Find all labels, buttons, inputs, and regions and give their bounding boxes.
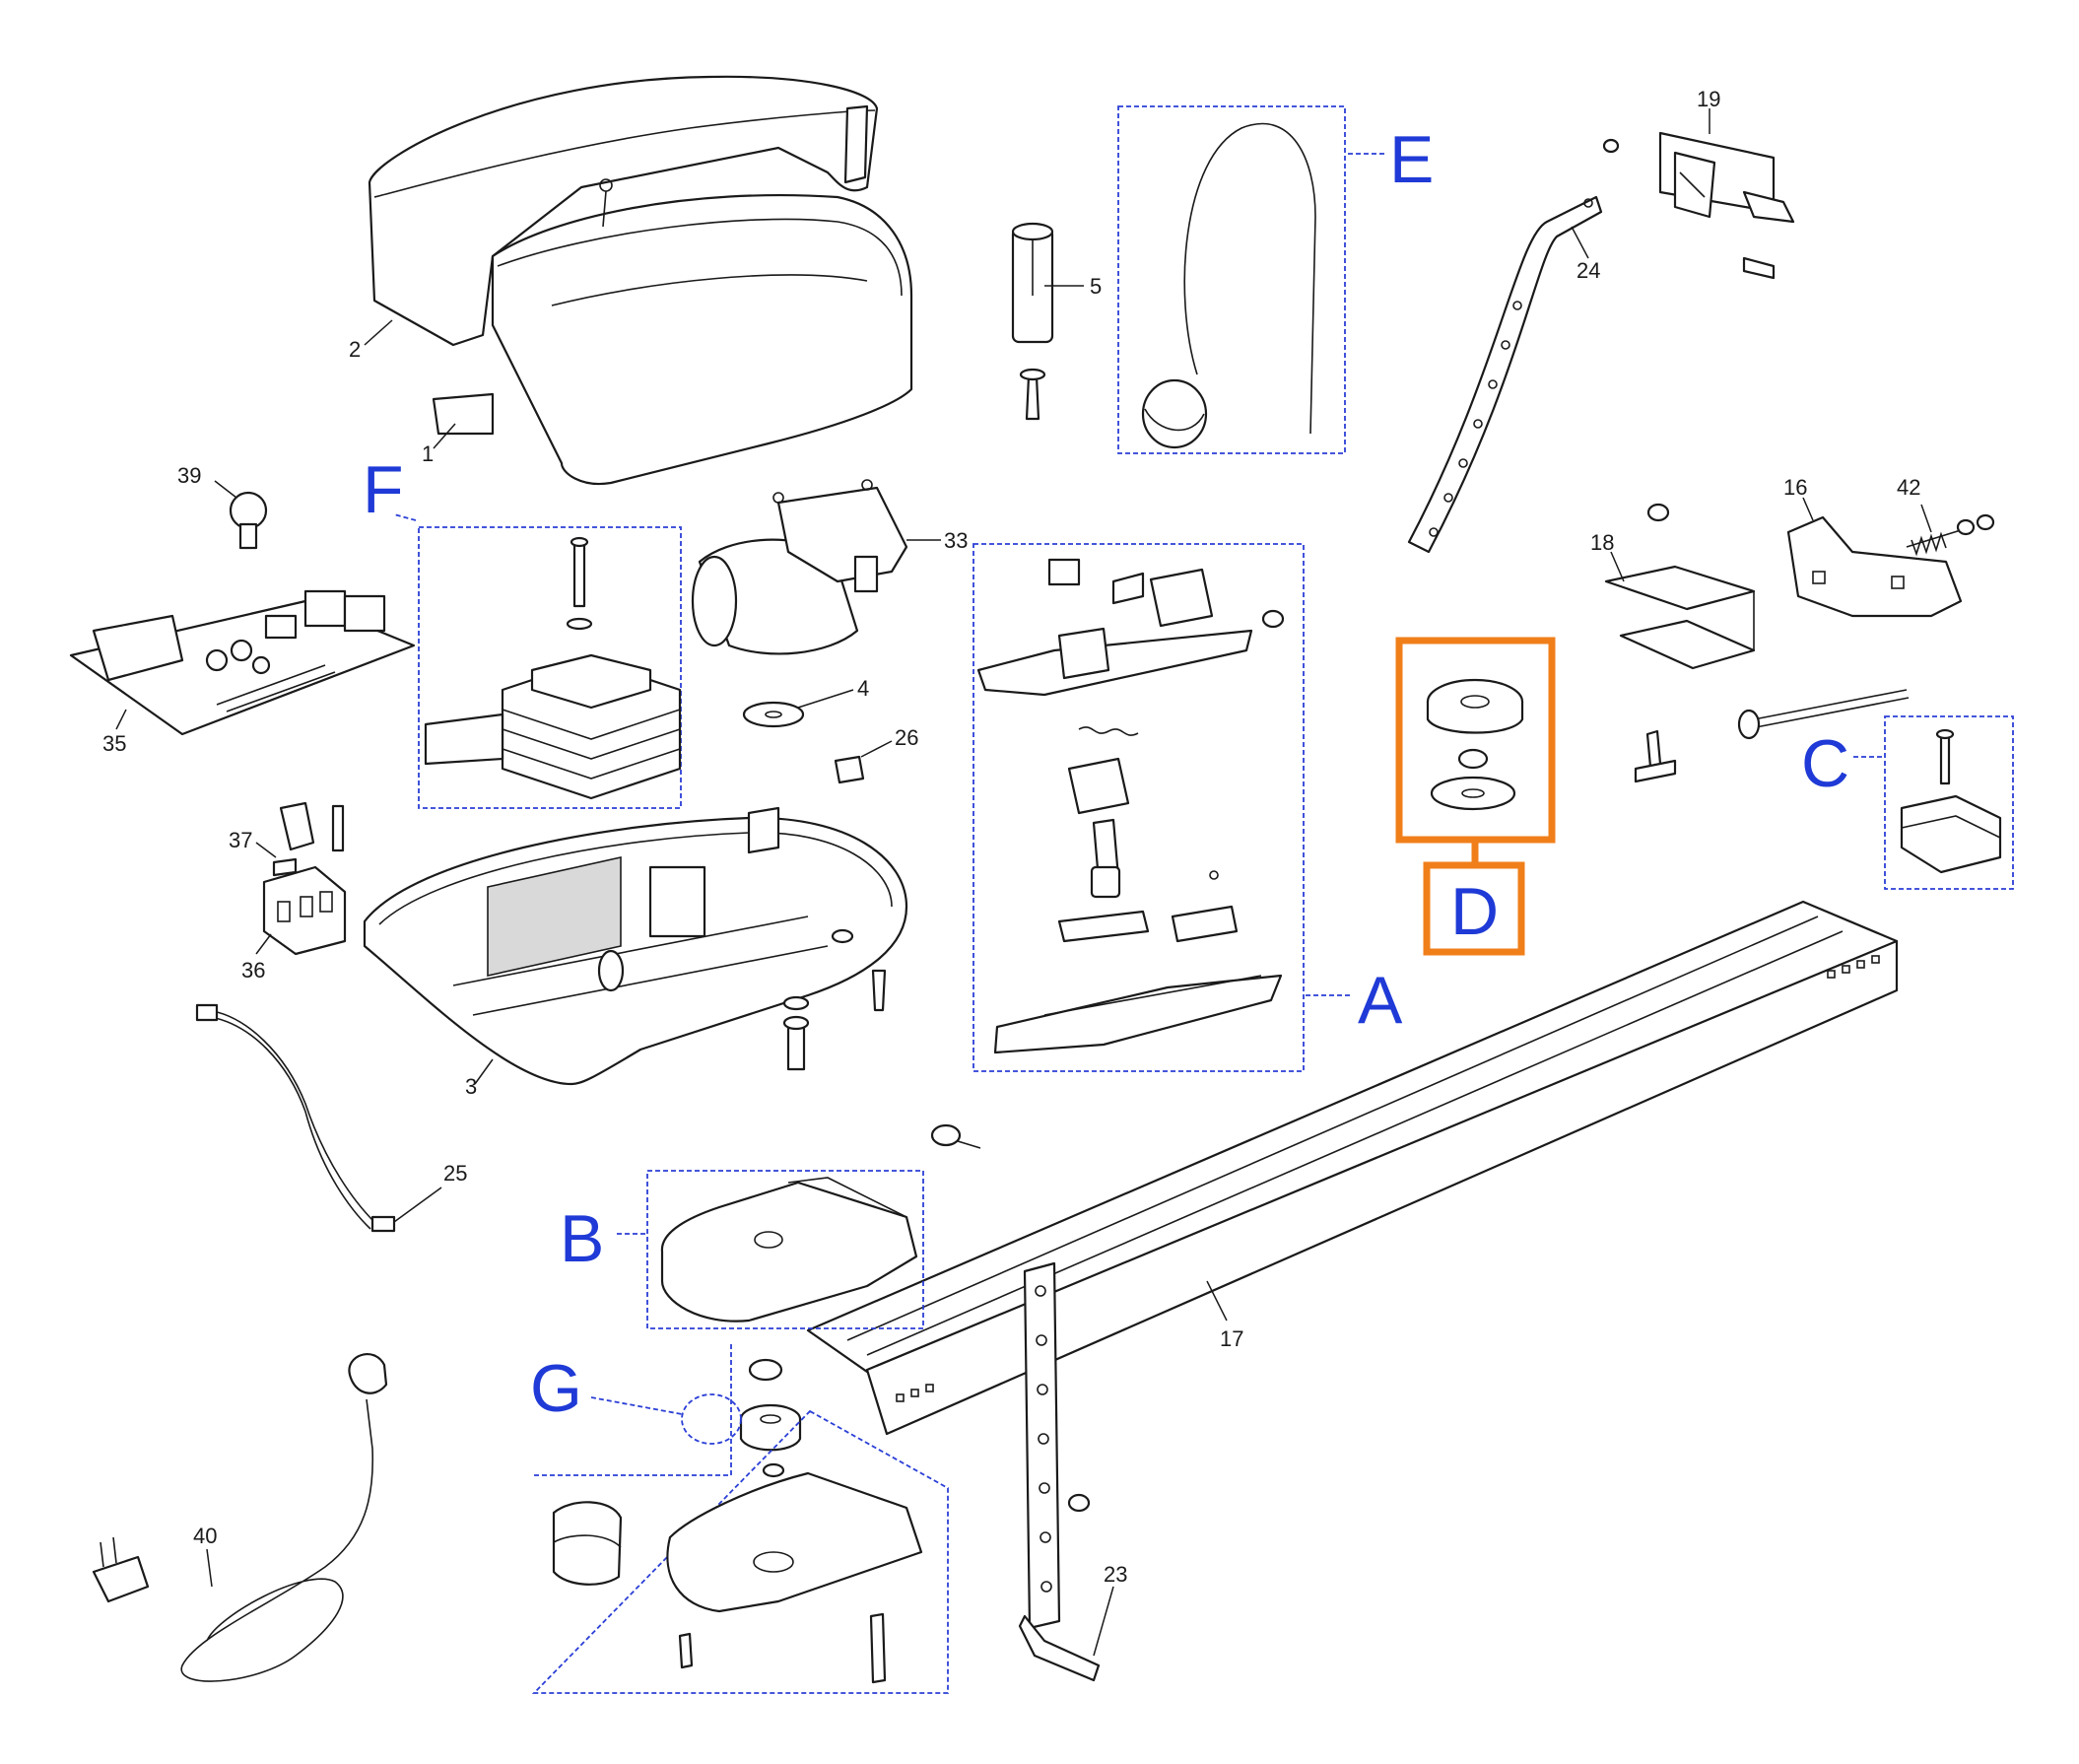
part-number-25: 25 <box>443 1161 467 1186</box>
part-3-base-housing <box>363 806 908 1086</box>
group-c-parts <box>1900 728 2002 874</box>
group-label-c: C <box>1801 726 1849 801</box>
part-39-bulb <box>229 491 268 550</box>
group-label-e: E <box>1389 122 1434 197</box>
part-number-33: 33 <box>944 528 968 553</box>
lower-housing-outline <box>531 1342 949 1694</box>
group-c-outline <box>1884 715 2014 890</box>
group-label-f: F <box>363 452 404 527</box>
part-number-5: 5 <box>1090 274 1102 299</box>
group-label-g: G <box>530 1351 582 1426</box>
part-number-1: 1 <box>422 441 434 466</box>
cover-assembly <box>368 75 913 486</box>
part-26-block <box>834 755 865 784</box>
part-16-u-bracket <box>1786 515 1963 618</box>
part-number-18: 18 <box>1590 530 1614 555</box>
sprocket-top-cover <box>660 1177 918 1323</box>
gear-set <box>1426 678 1524 811</box>
part-24-curved-bracket <box>1407 138 1620 554</box>
part-number-16: 16 <box>1783 475 1807 500</box>
part-number-37: 37 <box>229 828 252 852</box>
part-number-39: 39 <box>177 463 201 488</box>
part-40-power-cord <box>92 1353 388 1682</box>
part-number-17: 17 <box>1220 1326 1243 1351</box>
group-b-outline <box>646 1170 924 1329</box>
part-number-23: 23 <box>1104 1562 1127 1587</box>
group-e-outline <box>1117 105 1346 454</box>
group-d-label-box <box>1423 861 1525 956</box>
group-f-outline <box>418 526 682 809</box>
part-19-mount-bracket <box>1658 131 1795 280</box>
part-number-40: 40 <box>193 1524 217 1548</box>
part-number-2: 2 <box>349 337 361 362</box>
group-label-b: B <box>560 1201 604 1276</box>
long-bolt <box>1634 689 1910 783</box>
pull-cord-with-knob <box>1141 122 1316 449</box>
sprocket-bottom-housing <box>552 1471 923 1684</box>
part-number-42: 42 <box>1897 475 1920 500</box>
part-23-hanger-bracket <box>1018 1261 1101 1682</box>
part-5-sleeve <box>1011 222 1054 421</box>
part-25-wire-harness <box>195 1003 396 1233</box>
part-number-3: 3 <box>465 1074 477 1099</box>
part-18-bracket <box>1604 503 1756 670</box>
group-a-outline <box>972 543 1305 1072</box>
transformer <box>424 536 682 800</box>
part-number-35: 35 <box>102 731 126 756</box>
part-number-19: 19 <box>1697 87 1720 111</box>
part-37-fuse-holder <box>272 801 345 877</box>
part-number-24: 24 <box>1576 258 1600 283</box>
group-g-outline <box>681 1393 742 1445</box>
drive-sprocket <box>739 1358 802 1478</box>
group-label-a: A <box>1358 963 1403 1038</box>
group-label-d: D <box>1450 874 1499 949</box>
carriage-assembly <box>976 558 1285 1054</box>
part-17-rail <box>806 900 1899 1436</box>
part-number-26: 26 <box>895 725 918 750</box>
part-35-circuit-board <box>69 589 416 736</box>
base-screws <box>782 969 981 1149</box>
part-36-terminal-block <box>262 865 347 956</box>
part-42-spring-bolt <box>1906 513 1995 557</box>
part-33-motor <box>691 479 908 655</box>
part-number-4: 4 <box>857 676 869 701</box>
part-4-washer <box>742 701 805 728</box>
part-number-36: 36 <box>241 958 265 983</box>
